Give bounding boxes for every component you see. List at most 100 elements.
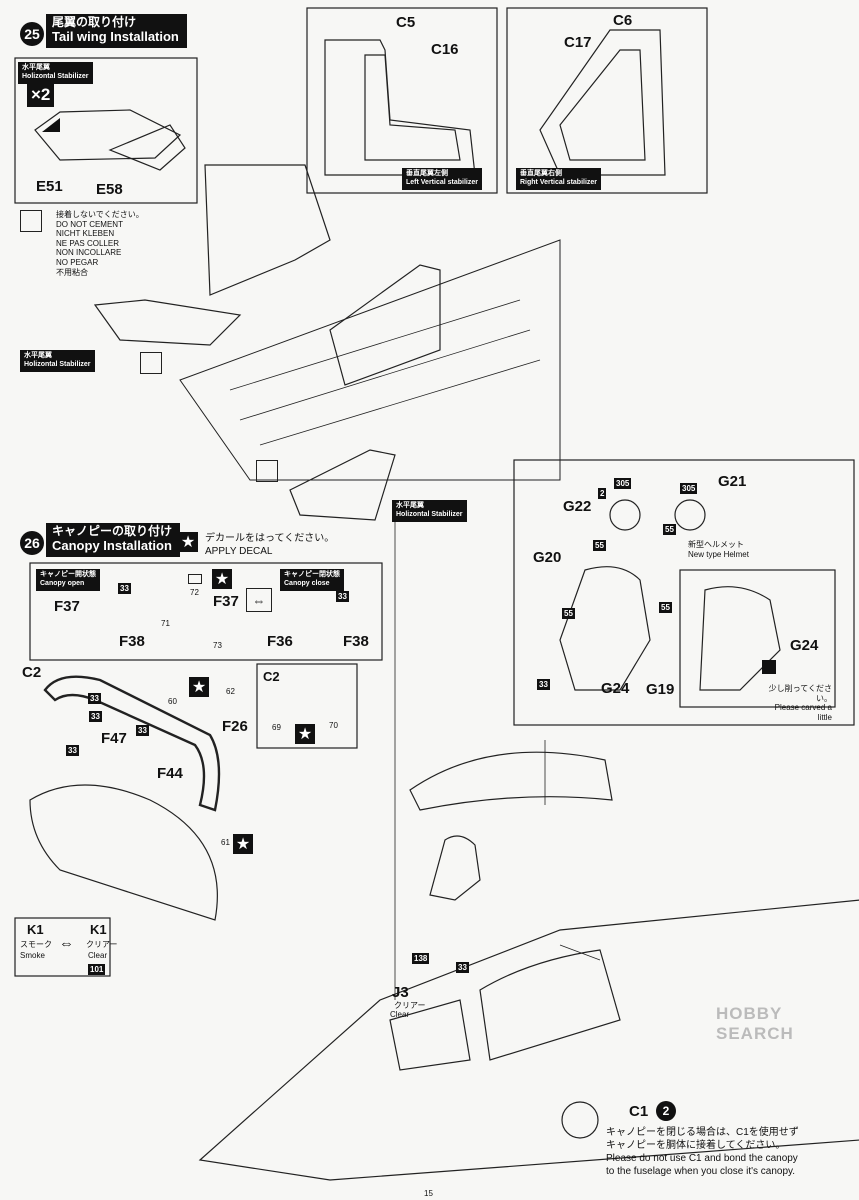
c1-note-en-2: to the fuselage when you close it's cano… (606, 1166, 796, 1177)
part-g19: G19 (646, 681, 675, 698)
cockpit (479, 949, 621, 1061)
hstab-right-tag-en: Holizontal Stabilizer (396, 510, 463, 518)
left-vs-tag-en: Left Vertical stabilizer (406, 178, 478, 186)
step-25-title-jp: 尾翼の取り付け (52, 15, 137, 29)
pilot-alt-body (699, 586, 781, 691)
right-vs-tag: 垂直尾翼右側 Right Vertical stabilizer (516, 168, 602, 190)
num-33-a: 33 (118, 583, 131, 594)
tail-vstab-left (204, 164, 331, 296)
apply-decal-en: APPLY DECAL (205, 546, 273, 557)
dnc-es: NO PEGAR (56, 257, 99, 267)
dnc-jp: 接着しないでください。 (56, 210, 144, 219)
canopy-clear (29, 784, 218, 921)
decal-69: 69 (272, 723, 281, 732)
j3-jp: クリアー (394, 1001, 426, 1010)
right-vs-box (506, 7, 708, 194)
canopy-hinge-box (29, 562, 383, 661)
part-c6: C6 (613, 12, 633, 29)
part-g24-alt: G24 (790, 637, 819, 654)
carve-note-jp: 少し削ってください。 (768, 684, 832, 703)
step-26-title: キャノピーの取り付け Canopy Installation (46, 523, 181, 557)
num-33-e: 33 (136, 725, 149, 736)
canopy-frame (43, 675, 221, 812)
c1-circle-badge: 2 (656, 1101, 676, 1121)
c1-note: キャノピーを閉じる場合は、C1を使用せず キャノピーを胴体に接着してください。 … (606, 1126, 799, 1178)
j3-en: Clear (390, 1010, 410, 1019)
pilot-alt-box (679, 569, 836, 708)
step-26-title-jp: キャノピーの取り付け (52, 524, 173, 538)
front-wheel (561, 1101, 599, 1139)
dnc-en: DO NOT CEMENT (56, 219, 123, 229)
part-c16: C16 (431, 41, 459, 58)
hstab-box-tag-en: Holizontal Stabilizer (22, 72, 89, 80)
tail-hstab-left (93, 299, 242, 346)
num-33-j3: 33 (456, 962, 469, 973)
canopy-open-jp: キャノピー開状態 (40, 571, 96, 578)
decal-61: 61 (221, 838, 230, 847)
decal-72: 72 (190, 588, 199, 597)
num-55-d: 55 (659, 602, 672, 613)
apply-decal-note: デカールをはってください。 APPLY DECAL (205, 532, 334, 558)
hstab-box-frame (14, 57, 198, 204)
num-138: 138 (412, 953, 430, 964)
k1-swap-icon: ⇔ (59, 935, 74, 952)
canopy-close-tag: キャノピー閉状態 Canopy close (280, 569, 344, 591)
hstab-right-tag: 水平尾翼 Holizontal Stabilizer (392, 500, 467, 522)
step-25-title: 尾翼の取り付け Tail wing Installation (46, 14, 187, 48)
num-305-a: 305 (614, 478, 632, 489)
part-f26: F26 (222, 718, 248, 735)
right-vs-tag-jp: 垂直尾翼右側 (520, 170, 562, 177)
part-f38-close: F38 (343, 633, 369, 650)
tail-hstab-right (289, 449, 396, 521)
c1-note-jp-1: キャノピーを閉じる場合は、C1を使用せず (606, 1127, 799, 1138)
hstab-e51-shape (34, 109, 182, 161)
helmet-note-jp: 新型ヘルメット (688, 540, 744, 549)
decal-star-icon-5: ★ (295, 724, 315, 744)
decal-71: 71 (161, 619, 170, 628)
carve-icon (762, 660, 776, 674)
part-f37-center: F37 (213, 593, 239, 610)
num-33-pilot: 33 (537, 679, 550, 690)
hstab-box-tag-jp: 水平尾翼 (22, 64, 50, 71)
decal-star-icon: ★ (178, 532, 198, 552)
step-25-number: 25 (20, 22, 44, 46)
helmet-note: 新型ヘルメット New type Helmet (688, 540, 749, 559)
part-g22: G22 (563, 498, 592, 515)
decal-70: 70 (329, 721, 338, 730)
num-33-b: 33 (336, 591, 349, 602)
k1-right-part: K1 (90, 922, 107, 937)
part-f47: F47 (101, 730, 127, 747)
step-25-title-en: Tail wing Installation (52, 28, 179, 44)
k1-left-jp: スモーク (20, 940, 52, 949)
decal-star-icon-2: ★ (212, 569, 232, 589)
pilot-helmet (609, 499, 641, 531)
right-vs-c6 (539, 29, 666, 176)
do-not-cement-icon-2 (140, 352, 162, 374)
part-f37-open: F37 (54, 598, 80, 615)
watermark: HOBBY SEARCH (716, 1004, 794, 1043)
do-not-cement-icon-3 (256, 460, 278, 482)
pilot-body (559, 566, 651, 691)
hstab-box-tag: 水平尾翼 Holizontal Stabilizer (18, 62, 93, 84)
swap-arrow-icon: ⇔ (246, 588, 272, 612)
part-c5: C5 (396, 14, 416, 31)
apply-decal-jp: デカールをはってください。 (205, 533, 335, 544)
num-33-d: 33 (89, 711, 102, 722)
fuselage-rear (179, 239, 561, 481)
c1-note-jp-2: キャノピーを胴体に接着してください。 (606, 1140, 786, 1151)
decal-star-icon-3: ★ (189, 677, 209, 697)
do-not-cement-note: 接着しないでください。 DO NOT CEMENT NICHT KLEBEN N… (56, 210, 144, 277)
pilot-box (513, 459, 855, 726)
right-vs-tag-en: Right Vertical stabilizer (520, 178, 598, 186)
carve-note-en: Please carved a little (774, 703, 832, 722)
part-g21: G21 (718, 473, 747, 490)
seated-pilot (429, 835, 481, 901)
part-g20: G20 (533, 549, 562, 566)
num-101: 101 (88, 964, 106, 975)
dnc-zh: 不用粘合 (56, 267, 88, 277)
part-g24: G24 (601, 680, 630, 697)
left-vs-box (306, 7, 498, 194)
dnc-de: NICHT KLEBEN (56, 229, 115, 239)
k1-left-part: K1 (27, 922, 44, 937)
